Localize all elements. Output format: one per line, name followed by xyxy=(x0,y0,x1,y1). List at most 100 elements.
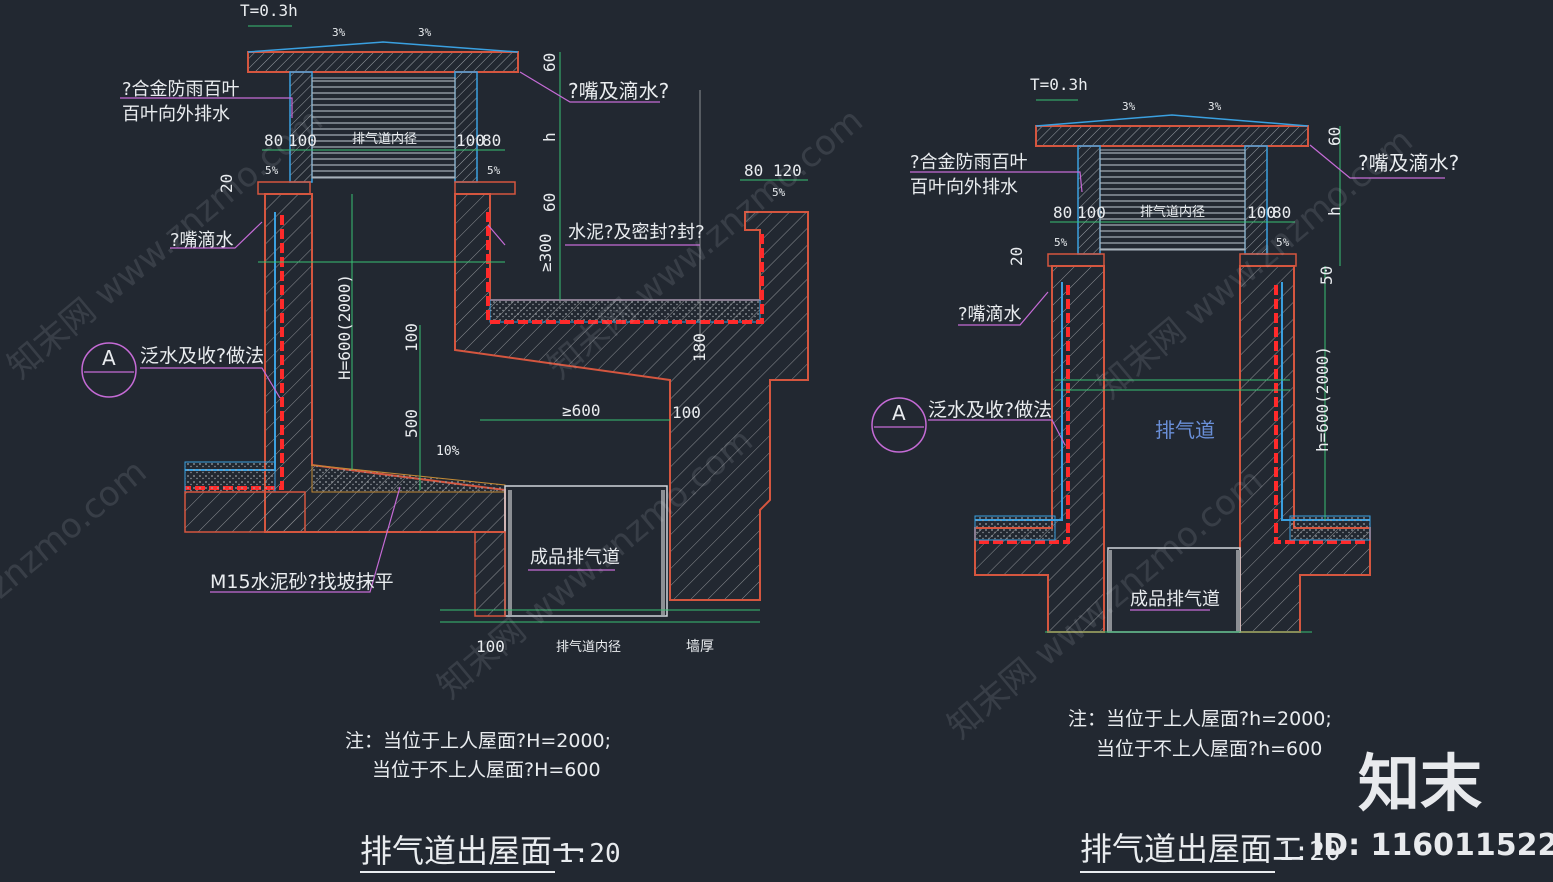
detail-circle-1 xyxy=(81,342,137,398)
right-wall-2 xyxy=(1239,265,1371,633)
mortar-label-1: M15水泥砂?找坡抹平 xyxy=(210,571,394,593)
dim-60-2: 60 xyxy=(1325,127,1344,146)
scale-2: 1:20 xyxy=(1278,837,1341,867)
dim-100-v-1: 100 xyxy=(402,323,421,352)
roof-slab-1 xyxy=(184,491,306,533)
dim-80-right-1: 80 xyxy=(482,131,501,150)
dim-100-right-1: 100 xyxy=(456,131,485,150)
inner-diameter-top-1: 排气道内径 xyxy=(352,131,417,147)
sill-left-2 xyxy=(1047,253,1105,267)
drawing-1: T=0.3h 3% 3% ?合金防雨百叶 百叶向外排水 ?嘴及滴水? 80 10… xyxy=(81,1,809,873)
slope-5-right-1: 5% xyxy=(487,164,501,177)
slope-10-1: 10% xyxy=(436,444,460,459)
detail-mark-1: A xyxy=(102,346,116,370)
slope-5-left-1: 5% xyxy=(265,164,279,177)
product-duct-label-1: 成品排气道 xyxy=(530,547,620,568)
slope-left-1: 3% xyxy=(332,26,346,39)
slope-right-1: 3% xyxy=(418,26,432,39)
note-1-1: 注：当位于上人屋面?H=2000; xyxy=(345,730,611,752)
note-2-2: 当位于不上人屋面?h=600 xyxy=(1096,738,1322,760)
slope-5-left-2: 5% xyxy=(1054,236,1068,249)
louver-label-1-2: ?合金防雨百叶 xyxy=(910,152,1028,173)
dim-60-mid-1: 60 xyxy=(540,193,559,212)
slope-left-2: 3% xyxy=(1122,100,1136,113)
drawing-2: T=0.3h 3% 3% ?合金防雨百叶 百叶向外排水 ?嘴及滴水? 80 10… xyxy=(871,75,1459,873)
t-label-2: T=0.3h xyxy=(1030,75,1088,94)
cap-slab-2 xyxy=(1035,125,1309,147)
sealant-label-1: 水泥?及密封?封? xyxy=(568,222,705,243)
dim-100-right-2: 100 xyxy=(1247,203,1276,222)
dim-h-1: h xyxy=(540,132,559,142)
waterproof-left-2 xyxy=(975,285,1070,544)
slope-fill-1 xyxy=(311,464,506,493)
dimensions-1 xyxy=(248,25,808,623)
lower-wall-1 xyxy=(474,531,506,617)
dim-100-h-1: 100 xyxy=(672,403,701,422)
flashing-label-1: 泛水及收?做法 xyxy=(140,345,264,367)
note-2-1: 当位于不上人屋面?H=600 xyxy=(372,759,601,781)
dim-500-1: 500 xyxy=(402,409,421,438)
louver-blades-1 xyxy=(311,77,456,179)
waterproof-channel-1 xyxy=(486,212,764,324)
dim-100-left-1: 100 xyxy=(288,131,317,150)
roof-layers-right-2 xyxy=(1289,515,1371,541)
leaders-2 xyxy=(910,144,1445,611)
dim-100-bottom-1: 100 xyxy=(476,637,505,656)
louver-label-2: 百叶向外排水 xyxy=(122,104,230,125)
drip-top-label-1: ?嘴及滴水? xyxy=(568,79,669,103)
roof-layers-left-2 xyxy=(974,515,1056,541)
t-label-1: T=0.3h xyxy=(240,1,298,20)
flashing-label-2: 泛水及收?做法 xyxy=(928,399,1052,421)
louver-blades-2 xyxy=(1099,149,1246,251)
slope-5-right-2: 5% xyxy=(1276,236,1290,249)
leaders-1 xyxy=(120,71,700,593)
watermark-4: 知末网 www.znzmo.com xyxy=(940,460,1271,746)
brand-logo: 知末 xyxy=(1358,747,1482,820)
cap-slab-1 xyxy=(247,51,519,73)
dim-100-left-2: 100 xyxy=(1077,203,1106,222)
wall-thickness-1: 墙厚 xyxy=(686,639,714,655)
cap-slope-2 xyxy=(1035,114,1309,127)
sill-right-1 xyxy=(454,181,516,195)
title-1: 排气道出屋面一 xyxy=(360,832,584,870)
dim-20-1: 20 xyxy=(217,174,236,193)
drip-left-label-1: ?嘴滴水 xyxy=(170,230,234,251)
dim-80-120-1: 80 120 xyxy=(744,161,802,180)
dim-20-2: 20 xyxy=(1007,247,1026,266)
louver-post-right-1 xyxy=(454,71,478,183)
dim-ge600-1: ≥600 xyxy=(562,401,601,420)
dim-180-1: 180 xyxy=(690,333,709,362)
detail-mark-2: A xyxy=(892,401,906,425)
dim-80-left-1: 80 xyxy=(264,131,283,150)
cap-slope-1 xyxy=(247,41,519,53)
louver-post-left-2 xyxy=(1077,145,1101,255)
drip-label-2: ?嘴滴水 xyxy=(958,304,1022,325)
inner-diameter-bottom-1: 排气道内径 xyxy=(556,639,621,655)
dim-60-top-1: 60 xyxy=(540,53,559,72)
inner-diameter-top-2: 排气道内径 xyxy=(1140,204,1205,220)
image-id: ID: 1160115223 xyxy=(1312,828,1553,863)
roof-layers-1 xyxy=(184,461,276,493)
height-label-2: h=600(2000) xyxy=(1313,346,1332,452)
louver-label-1: ?合金防雨百叶 xyxy=(122,79,240,100)
dim-80-left-2: 80 xyxy=(1053,203,1072,222)
dim-50-2: 50 xyxy=(1317,266,1336,285)
dimensions-2 xyxy=(1036,99,1341,520)
waterproof-right-2 xyxy=(1274,285,1370,544)
scale-1: 1:20 xyxy=(558,839,621,869)
product-duct-label-2: 成品排气道 xyxy=(1130,589,1220,610)
slope-5-far-1: 5% xyxy=(772,186,786,199)
note-1-2: 注：当位于上人屋面?h=2000; xyxy=(1068,708,1332,730)
dim-80-right-2: 80 xyxy=(1272,203,1291,222)
drip-top-label-2: ?嘴及滴水? xyxy=(1358,151,1459,175)
dim-h-2: h xyxy=(1325,206,1344,216)
dim-ge300-1: ≥300 xyxy=(536,233,555,272)
louver-label-2-2: 百叶向外排水 xyxy=(910,177,1018,198)
title-2: 排气道出屋面二 xyxy=(1080,830,1304,868)
watermark-6: znzmo.com xyxy=(0,452,154,607)
duct-label-2: 排气道 xyxy=(1155,418,1215,442)
height-label-1: H=600(2000) xyxy=(335,274,354,380)
detail-circle-2 xyxy=(871,397,927,453)
